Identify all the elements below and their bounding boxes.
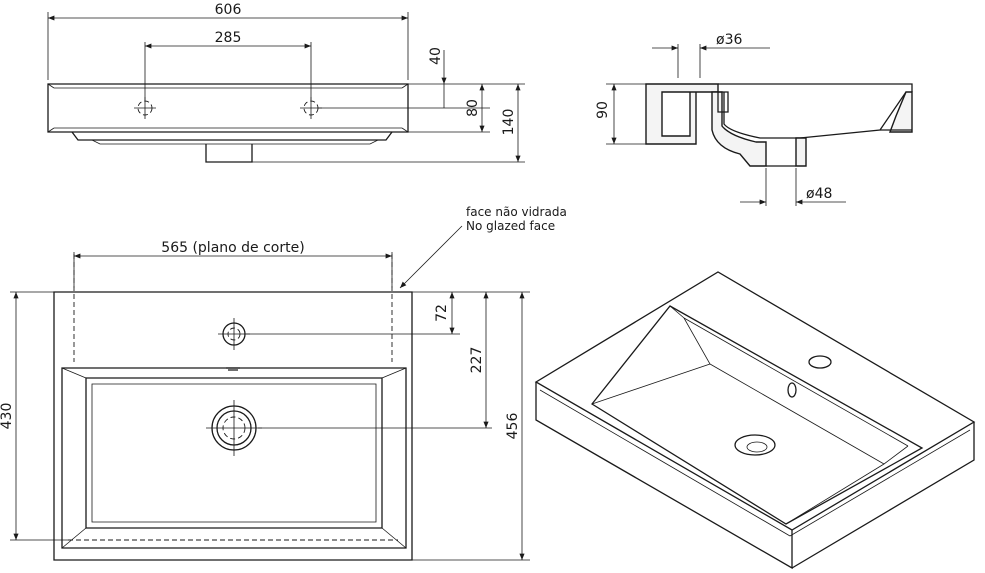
note-unglazed-pt: face não vidrada (466, 205, 567, 219)
top-view: 565 (plano de corte) face não vidrada No… (0, 205, 567, 561)
dim-80-label: 80 (465, 99, 481, 117)
top-view-bowl-rim (61, 367, 407, 549)
front-view-tap-hole-left (134, 97, 156, 119)
iso-overflow (787, 382, 797, 398)
top-view-waste-outlet (206, 400, 262, 456)
iso-bowl-opening (591, 305, 924, 525)
section-view: ø36 90 ø48 (595, 32, 913, 206)
dim-depth-label: 90 (595, 101, 611, 119)
front-view-underside (71, 131, 393, 141)
isometric-view (534, 271, 976, 570)
iso-tap-hole (808, 355, 832, 369)
section-right-wall (888, 91, 913, 133)
note-unglazed-en: No glazed face (466, 219, 555, 233)
front-view-waste-outlet (205, 144, 253, 163)
section-bowl-outline (718, 83, 913, 92)
dim-40-label: 40 (428, 47, 444, 65)
top-view-outer-outline (53, 291, 413, 561)
dim-waste-dia-label: ø48 (806, 186, 832, 202)
front-view: 606 285 40 80 140 (47, 2, 525, 163)
iso-waste-outlet (734, 434, 776, 456)
dim-227-label: 227 (469, 347, 485, 374)
dim-140-label: 140 (501, 109, 517, 136)
dim-430-label: 430 (0, 403, 15, 430)
dim-565-label: 565 (plano de corte) (161, 240, 304, 256)
dim-tap-hole-dia-label: ø36 (716, 32, 742, 48)
section-left-wall (645, 83, 719, 145)
dim-285-label: 285 (215, 30, 242, 46)
dim-72-label: 72 (434, 304, 450, 322)
dim-606-label: 606 (215, 2, 242, 18)
section-waste-wall (711, 91, 767, 167)
top-view-tap-hole (218, 318, 250, 350)
dim-456-label: 456 (505, 413, 521, 440)
